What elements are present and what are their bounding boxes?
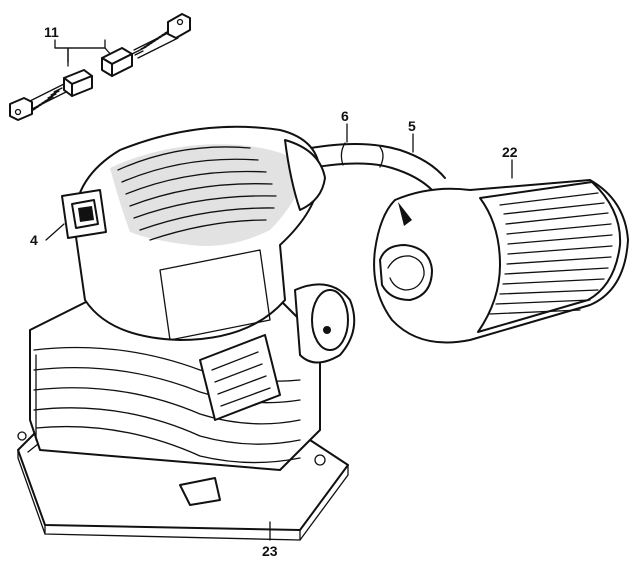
sander-body: [17, 125, 356, 541]
callout-22: 22: [502, 144, 518, 160]
callout-11: 11: [44, 24, 59, 40]
dust-canister: [373, 159, 629, 344]
brush-callout-bracket: [54, 39, 106, 63]
carbon-brush-set: [9, 13, 191, 121]
brush-upper: [101, 13, 191, 77]
callout-4: 4: [30, 232, 38, 248]
switch-leader: [45, 223, 65, 241]
callout-23: 23: [262, 543, 278, 559]
power-cord: [299, 142, 446, 191]
callout-6: 6: [341, 108, 349, 124]
callout-5: 5: [408, 118, 416, 134]
brush-lower: [9, 69, 93, 121]
